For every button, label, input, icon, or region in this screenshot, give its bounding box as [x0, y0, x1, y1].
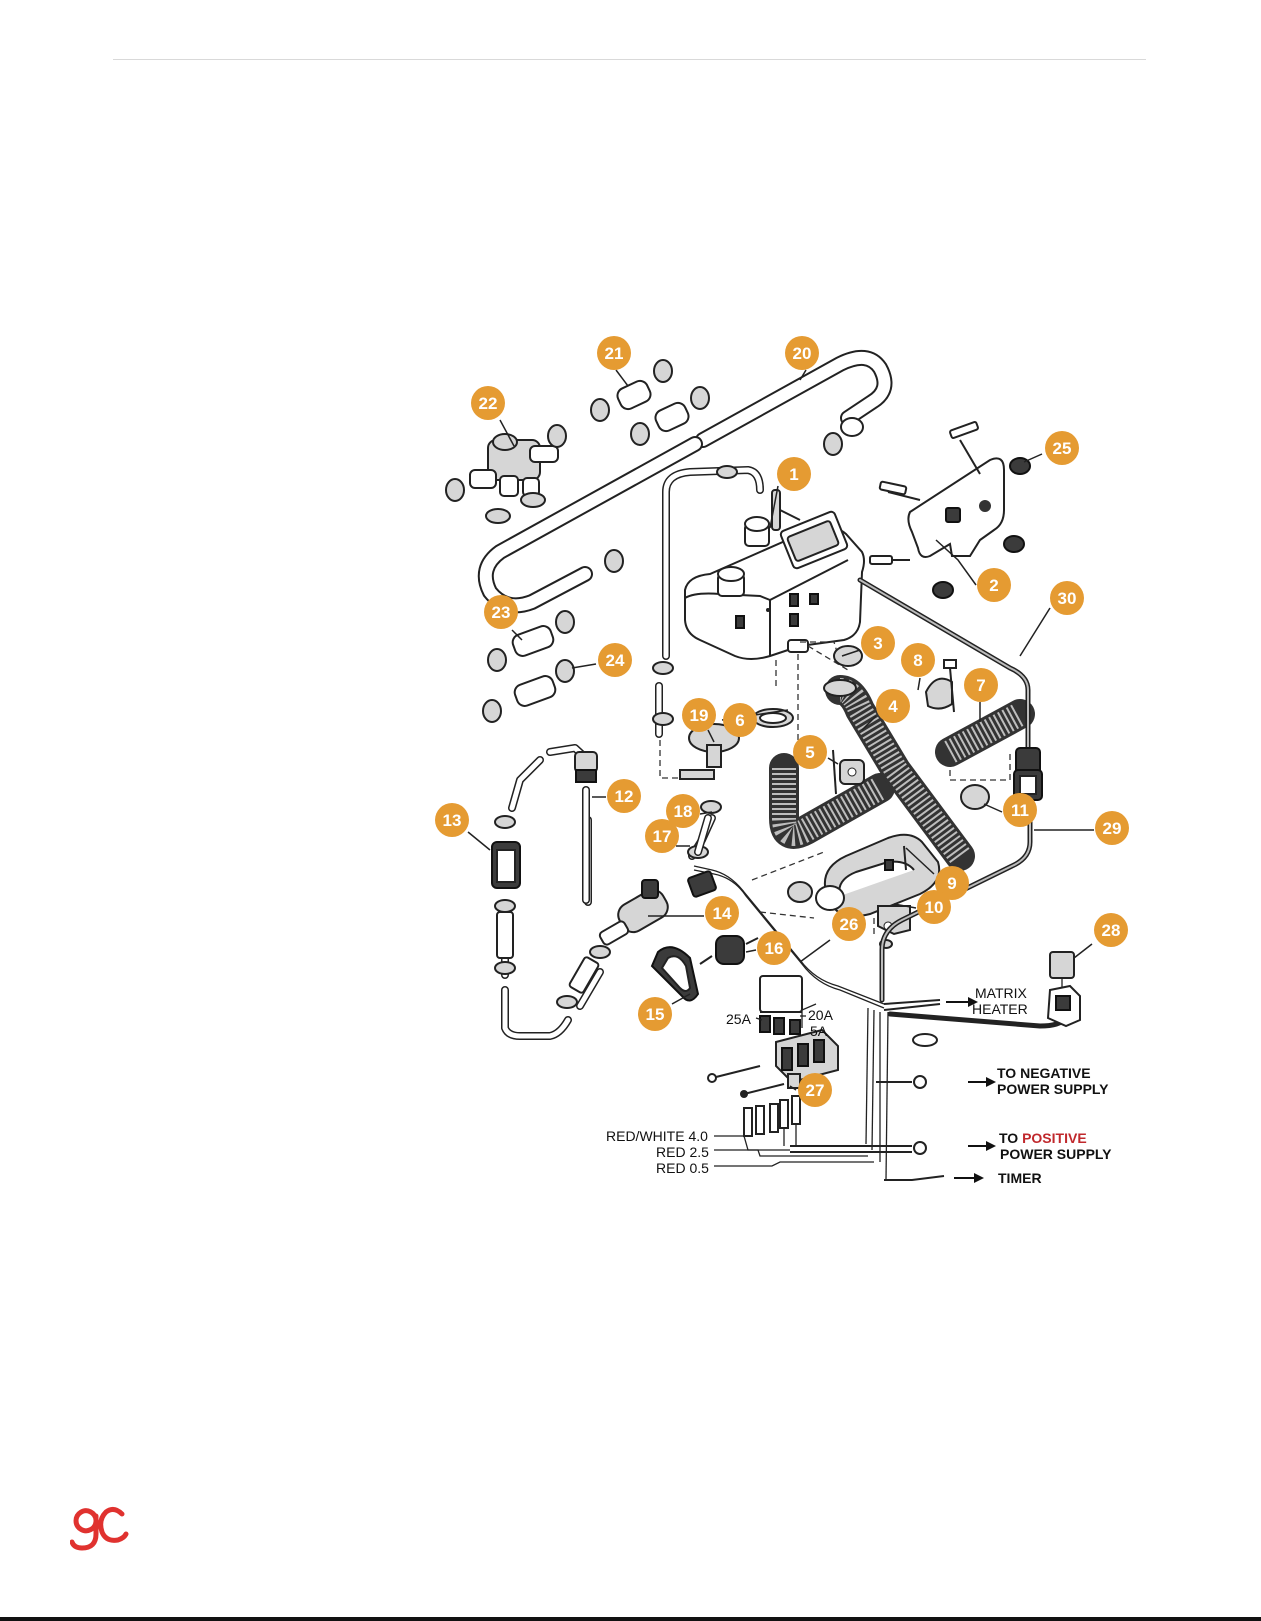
callout-number-22: 22: [479, 394, 498, 413]
callout-number-21: 21: [605, 344, 624, 363]
wire-label-red-white: RED/WHITE 4.0: [606, 1128, 708, 1144]
callout-number-19: 19: [690, 706, 709, 725]
relay-fuse-holder: [708, 976, 874, 1166]
callout-number-16: 16: [765, 939, 784, 958]
wire-label-red-25: RED 2.5: [656, 1144, 709, 1160]
wire-label-red-05: RED 0.5: [656, 1160, 709, 1176]
callout-number-10: 10: [925, 898, 944, 917]
callout-5: 5: [793, 735, 838, 769]
callout-number-2: 2: [989, 576, 998, 595]
callout-leader-28: [1074, 944, 1092, 958]
fuse-label-25a: 25A: [726, 1011, 752, 1027]
callout-29: 29: [1034, 811, 1129, 845]
callout-number-25: 25: [1053, 439, 1072, 458]
positive-word: POSITIVE: [1022, 1130, 1087, 1146]
callout-24: 24: [572, 643, 632, 677]
positive-prefix: TO: [999, 1130, 1022, 1146]
positive-supply-line1: TO POSITIVE: [999, 1130, 1087, 1146]
callout-number-29: 29: [1103, 819, 1122, 838]
callout-number-12: 12: [615, 787, 634, 806]
callout-leader-8: [918, 678, 920, 690]
callout-30: 30: [1020, 581, 1084, 656]
callout-28: 28: [1074, 913, 1128, 958]
callout-number-14: 14: [713, 904, 732, 923]
callout-number-11: 11: [1011, 801, 1029, 820]
callout-number-15: 15: [646, 1005, 665, 1024]
callout-number-30: 30: [1058, 589, 1077, 608]
matrix-heater-line1: MATRIX: [975, 985, 1028, 1001]
callout-number-26: 26: [840, 915, 859, 934]
timer-unit: [1048, 952, 1080, 1026]
negative-supply-line1: TO NEGATIVE: [997, 1065, 1091, 1081]
callout-12: 12: [592, 779, 641, 813]
callout-26: 26: [800, 907, 866, 962]
callout-leader-21: [616, 370, 628, 386]
callout-11: 11: [984, 793, 1037, 827]
callout-13: 13: [435, 803, 490, 850]
positive-supply-line2: POWER SUPPLY: [1000, 1146, 1112, 1162]
callout-number-28: 28: [1102, 921, 1121, 940]
matrix-heater-line2: HEATER: [972, 1001, 1028, 1017]
callout-number-13: 13: [443, 811, 462, 830]
callout-15: 15: [638, 994, 690, 1031]
callout-leader-13: [468, 832, 490, 850]
fuse-label-5a: 5A: [810, 1023, 828, 1039]
callout-number-20: 20: [793, 344, 812, 363]
callout-leader-24: [572, 664, 596, 668]
fuse-label-20a: 20A: [808, 1007, 834, 1023]
callout-number-18: 18: [674, 802, 693, 821]
flexible-pipe: [950, 714, 1020, 780]
timer-label: TIMER: [998, 1170, 1042, 1186]
callout-number-17: 17: [653, 827, 672, 846]
callout-number-23: 23: [492, 603, 511, 622]
wire-labels: RED/WHITE 4.0 RED 2.5 RED 0.5: [606, 1128, 709, 1176]
callout-8: 8: [901, 643, 935, 690]
callout-number-3: 3: [873, 634, 882, 653]
callout-leader-16: [746, 950, 756, 952]
callout-number-4: 4: [888, 697, 898, 716]
callout-21: 21: [597, 336, 631, 386]
footer-rule: [0, 1617, 1261, 1621]
connection-labels: MATRIX HEATER TO NEGATIVE POWER SUPPLY T…: [946, 985, 1112, 1186]
water-valve: [470, 434, 558, 496]
callout-leader-25: [1024, 454, 1042, 462]
callout-number-5: 5: [805, 743, 814, 762]
callout-leader-26: [800, 940, 830, 962]
callout-16: 16: [746, 931, 791, 965]
negative-supply-line2: POWER SUPPLY: [997, 1081, 1109, 1097]
callout-leader-11: [984, 804, 1002, 812]
brand-logo: [70, 1502, 130, 1558]
callout-leader-30: [1020, 608, 1050, 656]
mounting-bracket: [870, 421, 1030, 598]
callout-25: 25: [1024, 431, 1079, 465]
callout-number-27: 27: [806, 1081, 825, 1100]
callout-number-7: 7: [976, 676, 985, 695]
callout-number-9: 9: [947, 874, 956, 893]
callout-number-24: 24: [606, 651, 625, 670]
callout-number-6: 6: [735, 711, 744, 730]
callout-number-8: 8: [913, 651, 922, 670]
combustion-air-duct: [784, 768, 880, 834]
callout-number-1: 1: [789, 465, 798, 484]
